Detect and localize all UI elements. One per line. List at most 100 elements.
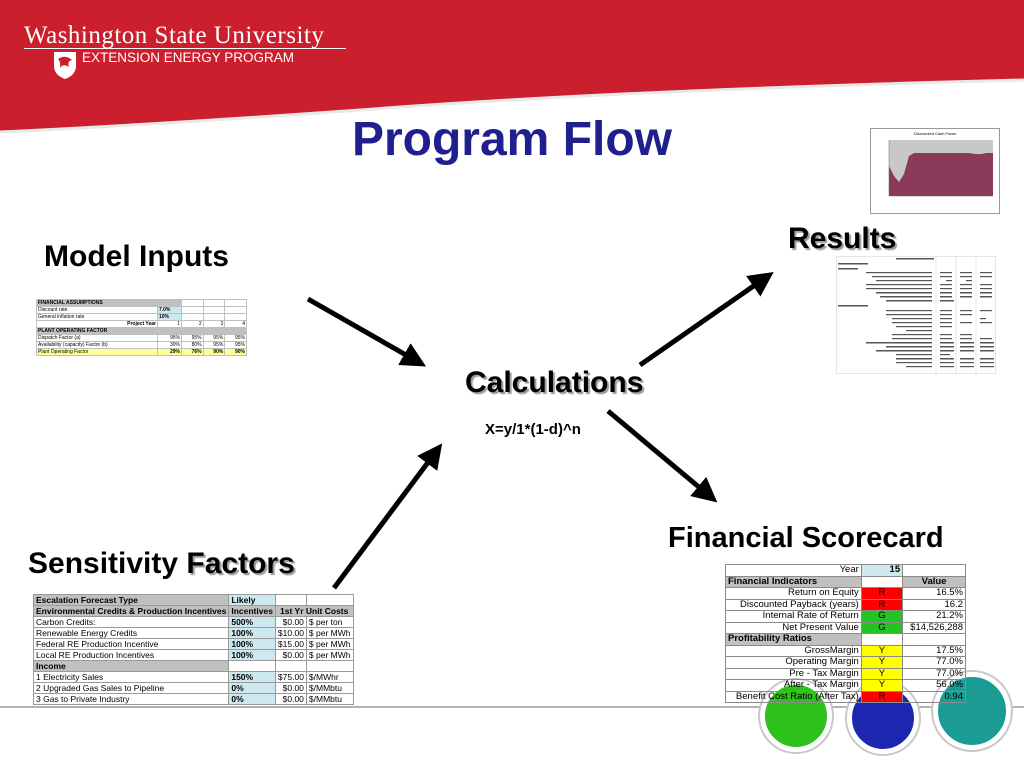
row-cell: 90% bbox=[224, 348, 247, 356]
discount-value: 7.0% bbox=[156, 306, 182, 314]
indicator-label: Internal Rate of Return bbox=[725, 610, 862, 623]
ratio-label: Operating Margin bbox=[725, 656, 862, 669]
factor-label: 2 Upgraded Gas Sales to Pipeline bbox=[32, 682, 230, 694]
factor-pct[interactable]: 0% bbox=[228, 682, 276, 694]
program-name: Extension Energy Program bbox=[82, 50, 295, 65]
status-badge: R bbox=[860, 690, 904, 703]
row-cell: 76% bbox=[180, 348, 204, 356]
indicator-label: Return on Equity bbox=[725, 587, 862, 600]
row-cell: 30% bbox=[156, 341, 182, 349]
arrow-calc-to-results bbox=[638, 272, 774, 368]
indicator-value: 16.5% bbox=[902, 587, 966, 600]
row-cell: 95% bbox=[202, 341, 226, 349]
factor-pct[interactable]: 0% bbox=[228, 693, 276, 705]
row-cell: 95% bbox=[224, 334, 247, 342]
factor-pct[interactable]: 500% bbox=[228, 616, 276, 628]
factor-cost: $75.00 bbox=[274, 671, 307, 683]
inflation-value: 10% bbox=[156, 313, 182, 321]
table-row: Carbon Credits:500%$0.00$ per ton bbox=[32, 616, 354, 628]
year-cell: 3 bbox=[202, 320, 226, 328]
factor-label: 3 Gas to Private Industry bbox=[32, 693, 230, 705]
financial-scorecard-label: Financial Scorecard bbox=[668, 522, 944, 554]
factor-cost: $10.00 bbox=[274, 627, 307, 639]
income-header: Income bbox=[32, 660, 230, 672]
indicator-label: Discounted Payback (years) bbox=[725, 598, 862, 611]
factor-cost: $0.00 bbox=[274, 616, 307, 628]
inflation-label: General inflation rate bbox=[36, 313, 158, 321]
value-header: Value bbox=[902, 575, 966, 588]
ratio-label: Benefit Cost Ratio (After Tax) bbox=[725, 690, 862, 703]
results-label: Results bbox=[788, 222, 897, 255]
ratio-label: GrossMargin bbox=[725, 644, 862, 657]
ratio-label: After - Tax Margin bbox=[725, 679, 862, 692]
results-cashflow-sheet bbox=[836, 256, 996, 374]
row-cell: 29% bbox=[156, 348, 182, 356]
indicator-value: 21.2% bbox=[902, 610, 966, 623]
incentives-header: Incentives bbox=[228, 605, 276, 617]
arrow-sens-to-calc bbox=[331, 443, 443, 590]
escalation-value[interactable]: Likely bbox=[228, 594, 276, 606]
sensitivity-word: Sensitivity bbox=[28, 547, 179, 580]
ratios-header: Profitability Ratios bbox=[725, 633, 862, 646]
arrow-inputs-to-calc bbox=[306, 296, 427, 367]
factor-cost: $15.00 bbox=[274, 638, 307, 650]
unit-costs-header: 1st Yr Unit Costs bbox=[274, 605, 354, 617]
ratio-label: Pre - Tax Margin bbox=[725, 667, 862, 680]
row-cell: 80% bbox=[180, 341, 204, 349]
indicator-value: 16.2 bbox=[902, 598, 966, 611]
status-badge: G bbox=[860, 621, 904, 634]
factor-unit: $ per MWh bbox=[305, 627, 354, 639]
factor-pct[interactable]: 100% bbox=[228, 627, 276, 639]
row-cell: 95% bbox=[156, 334, 182, 342]
teal-circle-ornament bbox=[933, 672, 1011, 750]
factor-unit: $/MWhr bbox=[305, 671, 354, 683]
factor-pct[interactable]: 100% bbox=[228, 638, 276, 650]
formula-label: X=y/1*(1-d)^n bbox=[485, 421, 581, 438]
model-inputs-label: Model Inputs bbox=[44, 240, 229, 273]
bottom-divider bbox=[0, 706, 1024, 708]
factor-pct[interactable]: 150% bbox=[228, 671, 276, 683]
indicators-header: Financial Indicators bbox=[725, 575, 862, 588]
year-value[interactable]: 15 bbox=[860, 564, 904, 577]
factor-label: Renewable Energy Credits bbox=[32, 627, 230, 639]
arrow-calc-to-scorecard bbox=[606, 409, 718, 503]
factor-cost: $0.00 bbox=[274, 682, 307, 694]
sensitivity-factors-table: Escalation Forecast Type Likely Environm… bbox=[32, 594, 354, 705]
row-label: Dispatch Factor (a) bbox=[36, 334, 158, 342]
status-badge: G bbox=[860, 610, 904, 623]
factor-label: Federal RE Production Incentive bbox=[32, 638, 230, 650]
sheet-section-operating: PLANT OPERATING FACTOR bbox=[36, 327, 247, 335]
indicator-label: Net Present Value bbox=[725, 621, 862, 634]
factor-pct[interactable]: 100% bbox=[228, 649, 276, 661]
status-badge: Y bbox=[860, 679, 904, 692]
chart-plot bbox=[888, 140, 993, 197]
ratio-value: 77.0% bbox=[902, 667, 966, 680]
factor-unit: $ per MWh bbox=[305, 649, 354, 661]
discounted-cash-flow-chart: Discounted Cash Flows bbox=[870, 128, 1000, 214]
ratio-value: 0.94 bbox=[902, 690, 966, 703]
factor-label: Local RE Production Incentives bbox=[32, 649, 230, 661]
status-badge: R bbox=[860, 598, 904, 611]
ratio-value: 17.5% bbox=[902, 644, 966, 657]
chart-title: Discounted Cash Flows bbox=[913, 131, 957, 136]
ratio-value: 56.0% bbox=[902, 679, 966, 692]
cougar-shield-icon bbox=[52, 50, 78, 80]
year-cell: 2 bbox=[180, 320, 204, 328]
logo-divider bbox=[24, 48, 346, 49]
factor-unit: $/MMbtu bbox=[305, 682, 354, 694]
factor-label: 1 Electricity Sales bbox=[32, 671, 230, 683]
header-band bbox=[0, 0, 1024, 135]
factor-cost: $0.00 bbox=[274, 649, 307, 661]
